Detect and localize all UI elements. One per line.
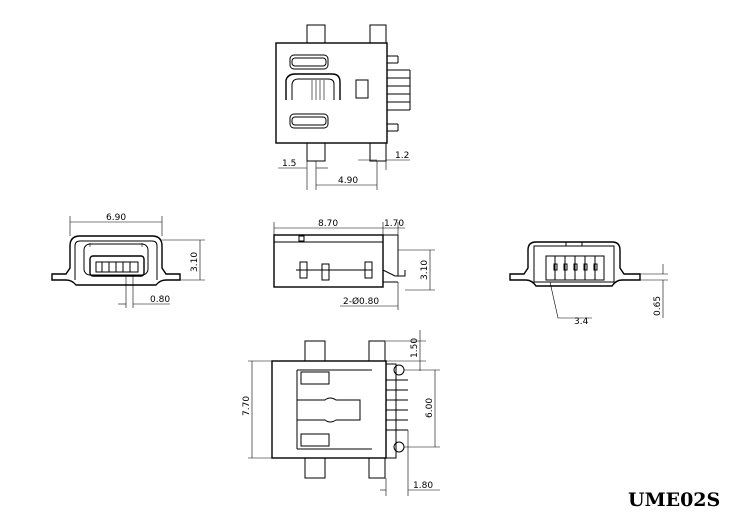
part-number-label: UME02S xyxy=(628,489,720,511)
front-dim-0-80: 0.80 xyxy=(150,295,170,305)
bottom-dim-1-50: 1.50 xyxy=(410,338,420,358)
rear-dim-0-65: 0.65 xyxy=(653,296,663,316)
front-dim-3-10: 3.10 xyxy=(190,252,200,272)
bottom-dim-6-00: 6.00 xyxy=(425,398,435,418)
rear-dim-3-4: 3.4 xyxy=(574,317,589,327)
front-view: 6.90 3.10 0.80 xyxy=(51,213,205,308)
side-view: 8.70 1.70 3.10 2-Ø0.80 xyxy=(273,219,435,310)
bottom-dim-7-70: 7.70 xyxy=(242,396,252,416)
top-dim-1-5: 1.5 xyxy=(282,159,296,169)
bottom-view: 1.50 7.70 6.00 1.80 xyxy=(242,330,440,496)
side-dim-3-10: 3.10 xyxy=(420,260,430,280)
side-dim-1-70: 1.70 xyxy=(384,219,404,229)
rear-view: 3.4 0.65 xyxy=(509,241,668,327)
side-dim-2-dia-0-80: 2-Ø0.80 xyxy=(343,296,379,307)
top-dim-4-90: 4.90 xyxy=(338,176,358,186)
side-dim-8-70: 8.70 xyxy=(318,219,338,229)
top-view: 1.5 4.90 1.2 xyxy=(275,24,411,190)
top-dim-1-2: 1.2 xyxy=(395,151,409,161)
front-dim-6-90: 6.90 xyxy=(106,213,126,223)
bottom-dim-1-80: 1.80 xyxy=(413,481,433,491)
